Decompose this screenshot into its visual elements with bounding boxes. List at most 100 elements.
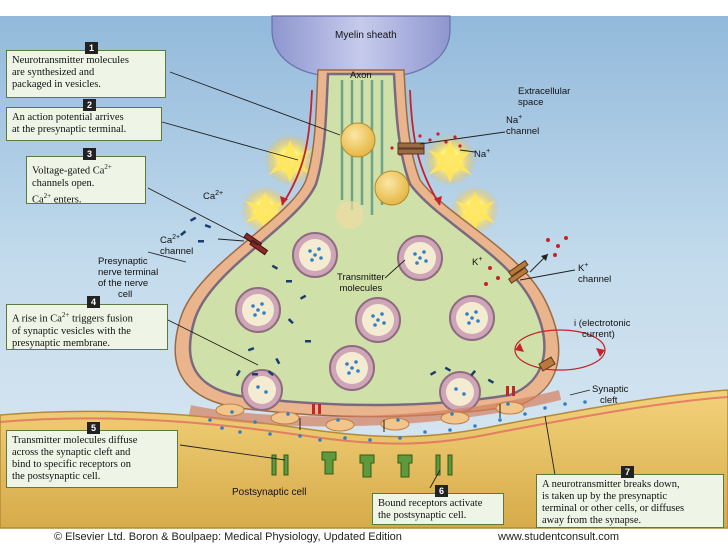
superscript-2plus: 2+	[104, 163, 112, 171]
source-url: www.studentconsult.com	[498, 531, 620, 543]
callout-5: 5 Transmitter molecules diffuse across t…	[6, 422, 178, 488]
synaptic-cleft	[188, 390, 562, 432]
ca-ion-label: Ca2+	[203, 188, 223, 202]
superscript-plus: +	[486, 148, 491, 155]
axon-label: Axon	[350, 70, 372, 81]
k-channel-label: K+ channel	[578, 260, 611, 285]
ca-channel	[243, 232, 269, 256]
callout-4-line-2: triggers fusion	[69, 313, 133, 325]
superscript-2plus: 2+	[215, 190, 224, 197]
callout-1-line-2: are synthesized and	[12, 67, 95, 78]
callout-3-line-3: Ca	[32, 194, 44, 205]
callout-2-line-1: An action potential arrives	[12, 112, 124, 123]
callout-3-line-2: channels open.	[32, 177, 95, 189]
action-potential-flash	[241, 134, 499, 234]
k-ion-text: K	[472, 257, 479, 269]
extracellular-line-1: Extracellular	[518, 86, 571, 97]
callout-1-line-3: packaged in vesicles.	[12, 79, 101, 90]
presynaptic-terminal-label: Presynaptic nerve terminal of the nerve …	[98, 256, 158, 300]
transmitter-molecules-label: Transmitter molecules	[337, 272, 385, 294]
electrotonic-line-2: current)	[582, 329, 615, 340]
k-channel-label-ion: K	[578, 263, 585, 275]
superscript-2plus: 2+	[172, 234, 181, 241]
ca-channel-label: Ca2+ channel	[160, 232, 193, 257]
na-channel	[397, 142, 425, 155]
synaptic-cleft-line-2: cleft	[600, 395, 618, 406]
callout-4-line-1: A rise in Ca	[12, 313, 62, 325]
transmitter-line-2: molecules	[339, 283, 383, 294]
ca-channel-label-word: channel	[160, 246, 194, 258]
superscript-2plus: 2+	[43, 191, 52, 200]
ca-ion-text: Ca	[203, 191, 216, 203]
callout-number: 3	[83, 148, 96, 160]
na-channel-label: Na+ channel	[506, 112, 539, 137]
callout-number: 1	[85, 42, 98, 54]
myelin-sheath-label: Myelin sheath	[335, 30, 397, 41]
transmitter-line-1: Transmitter	[337, 272, 385, 283]
callout-5-line-1: Transmitter molecules diffuse	[12, 435, 138, 446]
potassium-ions	[484, 236, 568, 286]
k-channel-label-word: channel	[578, 274, 612, 286]
callout-3: 3 Voltage-gated Ca2+ channels open. Ca2+…	[26, 148, 146, 205]
electrotonic-line-1: i (electrotonic	[574, 318, 631, 329]
cleft-receptors	[312, 386, 515, 414]
myelin-sheath	[271, 15, 451, 76]
synaptic-cleft-label: Synaptic cleft	[592, 384, 628, 406]
extracellular-line-2: space	[518, 97, 544, 108]
electrotonic-current	[514, 329, 606, 372]
callout-3-line-1: Voltage-gated Ca	[32, 165, 105, 177]
callout-number: 2	[83, 99, 96, 111]
superscript-plus: +	[584, 262, 589, 269]
callout-4-line-3: of synaptic vesicles with the	[12, 325, 131, 337]
callout-7-line-2: is taken up by the presynaptic	[542, 491, 668, 502]
callout-6: 6 Bound receptors activate the postsynap…	[372, 485, 504, 525]
callout-4: 4 A rise in Ca2+ triggers fusion of syna…	[6, 296, 168, 350]
ca-channel-label-ion: Ca	[160, 235, 173, 247]
superscript-plus: +	[518, 114, 523, 121]
presynaptic-line-1: Presynaptic	[98, 256, 148, 267]
na-ion-label: Na+	[474, 146, 490, 160]
callout-7-line-4: away from the synapse.	[542, 515, 642, 526]
callout-1: 1 Neurotransmitter molecules are synthes…	[6, 42, 166, 98]
vesicles-axon	[336, 122, 410, 229]
presynaptic-line-3: of the nerve	[98, 278, 149, 289]
electrotonic-label: i (electrotonic current)	[574, 318, 631, 340]
synaptic-cleft-line-1: Synaptic	[592, 384, 629, 395]
callout-7-line-1: A neurotransmitter breaks down,	[542, 479, 680, 490]
callout-2: 2 An action potential arrives at the pre…	[6, 99, 162, 141]
copyright-text: © Elsevier Ltd. Boron & Boulpaep: Medica…	[54, 531, 402, 543]
postsynaptic-cell-text: Postsynaptic cell	[232, 487, 307, 498]
cleft-arrows	[299, 404, 501, 432]
na-ion-text: Na	[474, 149, 487, 161]
superscript-plus: +	[478, 256, 483, 263]
leader-lines	[147, 71, 591, 489]
callout-4-line-4: presynaptic membrane.	[12, 337, 110, 349]
callout-number: 5	[87, 422, 100, 434]
callout-number: 7	[621, 466, 634, 478]
k-ion-label: K+	[472, 254, 482, 268]
na-channel-label-word: channel	[506, 126, 540, 138]
callout-7: 7 A neurotransmitter breaks down, is tak…	[536, 466, 724, 528]
calcium-ions	[180, 216, 495, 384]
callout-6-line-1: Bound receptors activate	[378, 498, 483, 509]
k-channel	[507, 259, 529, 284]
callout-number: 6	[435, 485, 448, 497]
callout-number: 4	[87, 296, 100, 308]
footer: © Elsevier Ltd. Boron & Boulpaep: Medica…	[0, 528, 728, 546]
synaptic-vesicles	[235, 232, 495, 413]
callout-3-line-4: enters.	[51, 194, 82, 205]
callout-5-line-3: bind to specific receptors on	[12, 459, 131, 470]
transmitter-molecules-cleft	[208, 400, 587, 442]
postsynaptic-cell-label: Postsynaptic cell	[232, 487, 306, 498]
callout-6-line-2: the postsynaptic cell.	[378, 510, 467, 521]
superscript-2plus: 2+	[61, 311, 70, 319]
callout-5-line-4: the postsynaptic cell.	[12, 471, 101, 482]
na-channel-label-ion: Na	[506, 115, 519, 127]
callout-2-line-2: at the presynaptic terminal.	[12, 124, 127, 135]
presynaptic-line-4: cell	[118, 289, 133, 300]
callout-5-line-2: across the synaptic cleft and	[12, 447, 131, 458]
extracellular-label: Extracellular space	[518, 86, 570, 108]
presynaptic-line-2: nerve terminal	[98, 267, 159, 278]
